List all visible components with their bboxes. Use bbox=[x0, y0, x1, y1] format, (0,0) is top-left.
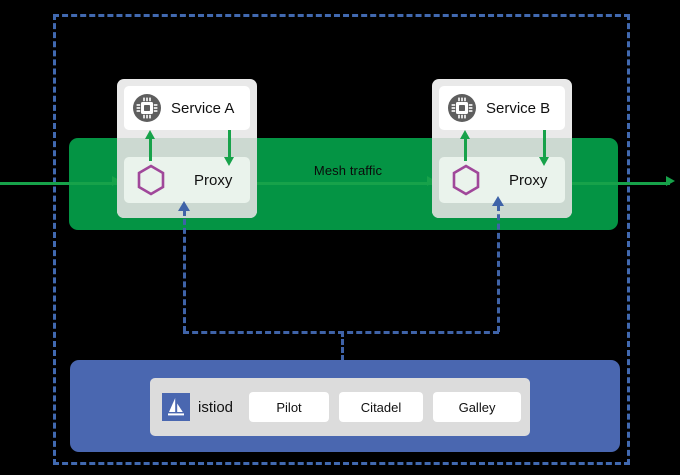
control-plane-connector-left-leg bbox=[183, 210, 186, 332]
service-b-to-proxy-b-arrowhead bbox=[539, 157, 549, 166]
hexagon-icon bbox=[134, 163, 168, 197]
service-b-card[interactable]: Service B bbox=[439, 86, 565, 130]
service-a-card[interactable]: Service A bbox=[124, 86, 250, 130]
control-plane-component-galley[interactable]: Galley bbox=[433, 392, 522, 422]
hexagon-icon bbox=[449, 163, 483, 197]
istiod-brand: istiod bbox=[162, 393, 233, 421]
control-plane-connector-stub bbox=[341, 331, 344, 361]
service-a-to-proxy-a-arrowhead bbox=[224, 157, 234, 166]
mesh-traffic-label: Mesh traffic bbox=[313, 163, 383, 178]
control-plane-component-citadel[interactable]: Citadel bbox=[339, 392, 424, 422]
service-a-to-proxy-a-line bbox=[228, 130, 231, 160]
proxy-b-to-service-b-line bbox=[464, 139, 467, 161]
control-plane-connector-right-leg bbox=[497, 205, 500, 332]
istiod-tray: istiod Pilot Citadel Galley bbox=[150, 378, 530, 436]
outbound-traffic-arrowhead bbox=[666, 176, 675, 186]
microchip-icon bbox=[447, 93, 477, 123]
control-plane-arrowhead-proxy-b bbox=[492, 196, 504, 206]
proxy-b-to-service-b-arrowhead bbox=[460, 130, 470, 139]
inbound-traffic-line bbox=[0, 182, 120, 185]
proxy-a-to-service-a-arrowhead bbox=[145, 130, 155, 139]
service-b-to-proxy-b-line bbox=[543, 130, 546, 160]
microchip-icon bbox=[132, 93, 162, 123]
istiod-label: istiod bbox=[198, 398, 234, 416]
proxy-a-to-service-a-line bbox=[149, 139, 152, 161]
proxy-a-label: Proxy bbox=[194, 171, 233, 189]
mesh-traffic-arrowhead bbox=[427, 176, 436, 186]
istio-sailboat-logo bbox=[162, 393, 190, 421]
control-plane-arrowhead-proxy-a bbox=[178, 201, 190, 211]
control-plane-component-pilot[interactable]: Pilot bbox=[249, 392, 330, 422]
service-a-label: Service A bbox=[171, 99, 235, 117]
mesh-traffic-line bbox=[257, 182, 435, 185]
outbound-traffic-line bbox=[572, 182, 670, 185]
service-b-label: Service B bbox=[486, 99, 551, 117]
inbound-traffic-arrowhead bbox=[112, 176, 121, 186]
service-mesh-boundary bbox=[53, 14, 630, 465]
proxy-b-label: Proxy bbox=[509, 171, 548, 189]
